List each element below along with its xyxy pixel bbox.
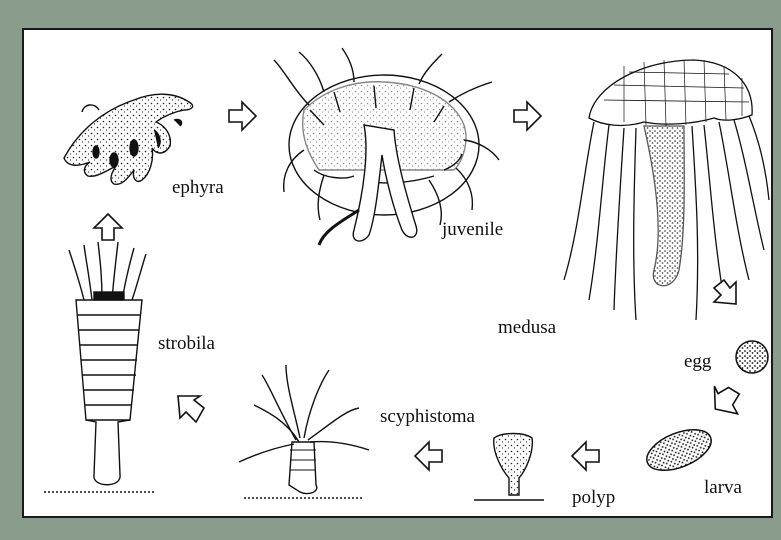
arrow-ephyra-to-juvenile <box>229 102 256 130</box>
diagram-panel: ephyra juvenile medusa egg larva polyp s… <box>22 28 773 518</box>
label-scyphistoma: scyphistoma <box>380 407 475 426</box>
ephyra-drawing <box>64 94 193 184</box>
polyp-drawing <box>474 434 544 501</box>
label-egg: egg <box>684 352 711 371</box>
larva-drawing <box>641 422 717 479</box>
label-juvenile: juvenile <box>442 220 503 239</box>
label-ephyra: ephyra <box>172 178 224 197</box>
label-medusa: medusa <box>498 318 556 337</box>
strobila-drawing <box>44 242 154 492</box>
label-polyp: polyp <box>572 488 615 507</box>
arrow-medusa-to-egg <box>714 280 736 304</box>
arrow-strobila-to-ephyra <box>94 214 122 240</box>
label-strobila: strobila <box>158 334 215 353</box>
scyphistoma-drawing <box>239 365 369 498</box>
arrow-polyp-to-scyphistoma <box>415 442 442 470</box>
juvenile-drawing <box>274 48 499 245</box>
arrow-larva-to-polyp <box>572 442 599 470</box>
label-larva: larva <box>704 478 742 497</box>
arrow-scyphistoma-to-strobila <box>178 396 204 422</box>
egg-drawing <box>736 341 768 373</box>
medusa-drawing <box>564 60 769 320</box>
arrow-juvenile-to-medusa <box>514 102 541 130</box>
life-cycle-illustration <box>24 30 775 520</box>
arrow-egg-to-larva <box>704 377 749 423</box>
